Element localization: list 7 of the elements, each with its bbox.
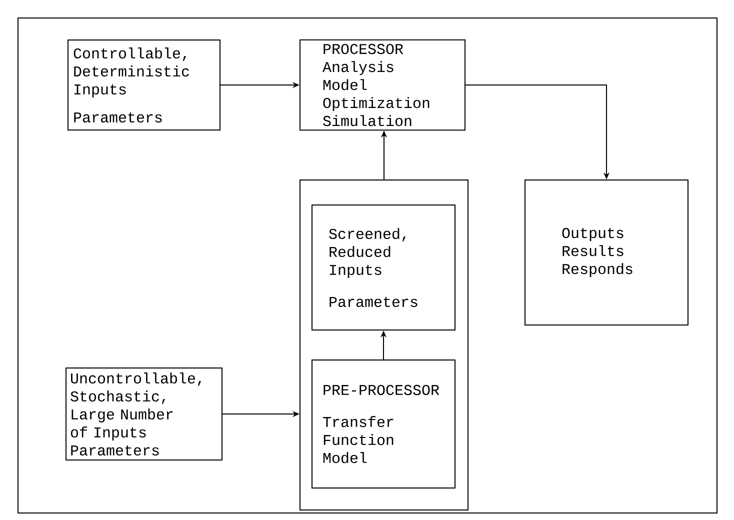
process-box: Uncontrollable, Stochastic, Large Number of Inputs Parameters (66, 368, 222, 460)
process-box: Outputs Results Responds (524, 180, 688, 326)
process-box: PROCESSOR Analysis Model Optimization Simulation (300, 39, 466, 131)
empty-box (300, 180, 468, 510)
process-box: Screened, Reduced Inputs Parameters (312, 204, 456, 330)
process-box: PRE-PROCESSOR Transfer Function Model (312, 360, 456, 488)
process-box: Controllable, Deterministic Inputs Parameters (68, 40, 220, 130)
